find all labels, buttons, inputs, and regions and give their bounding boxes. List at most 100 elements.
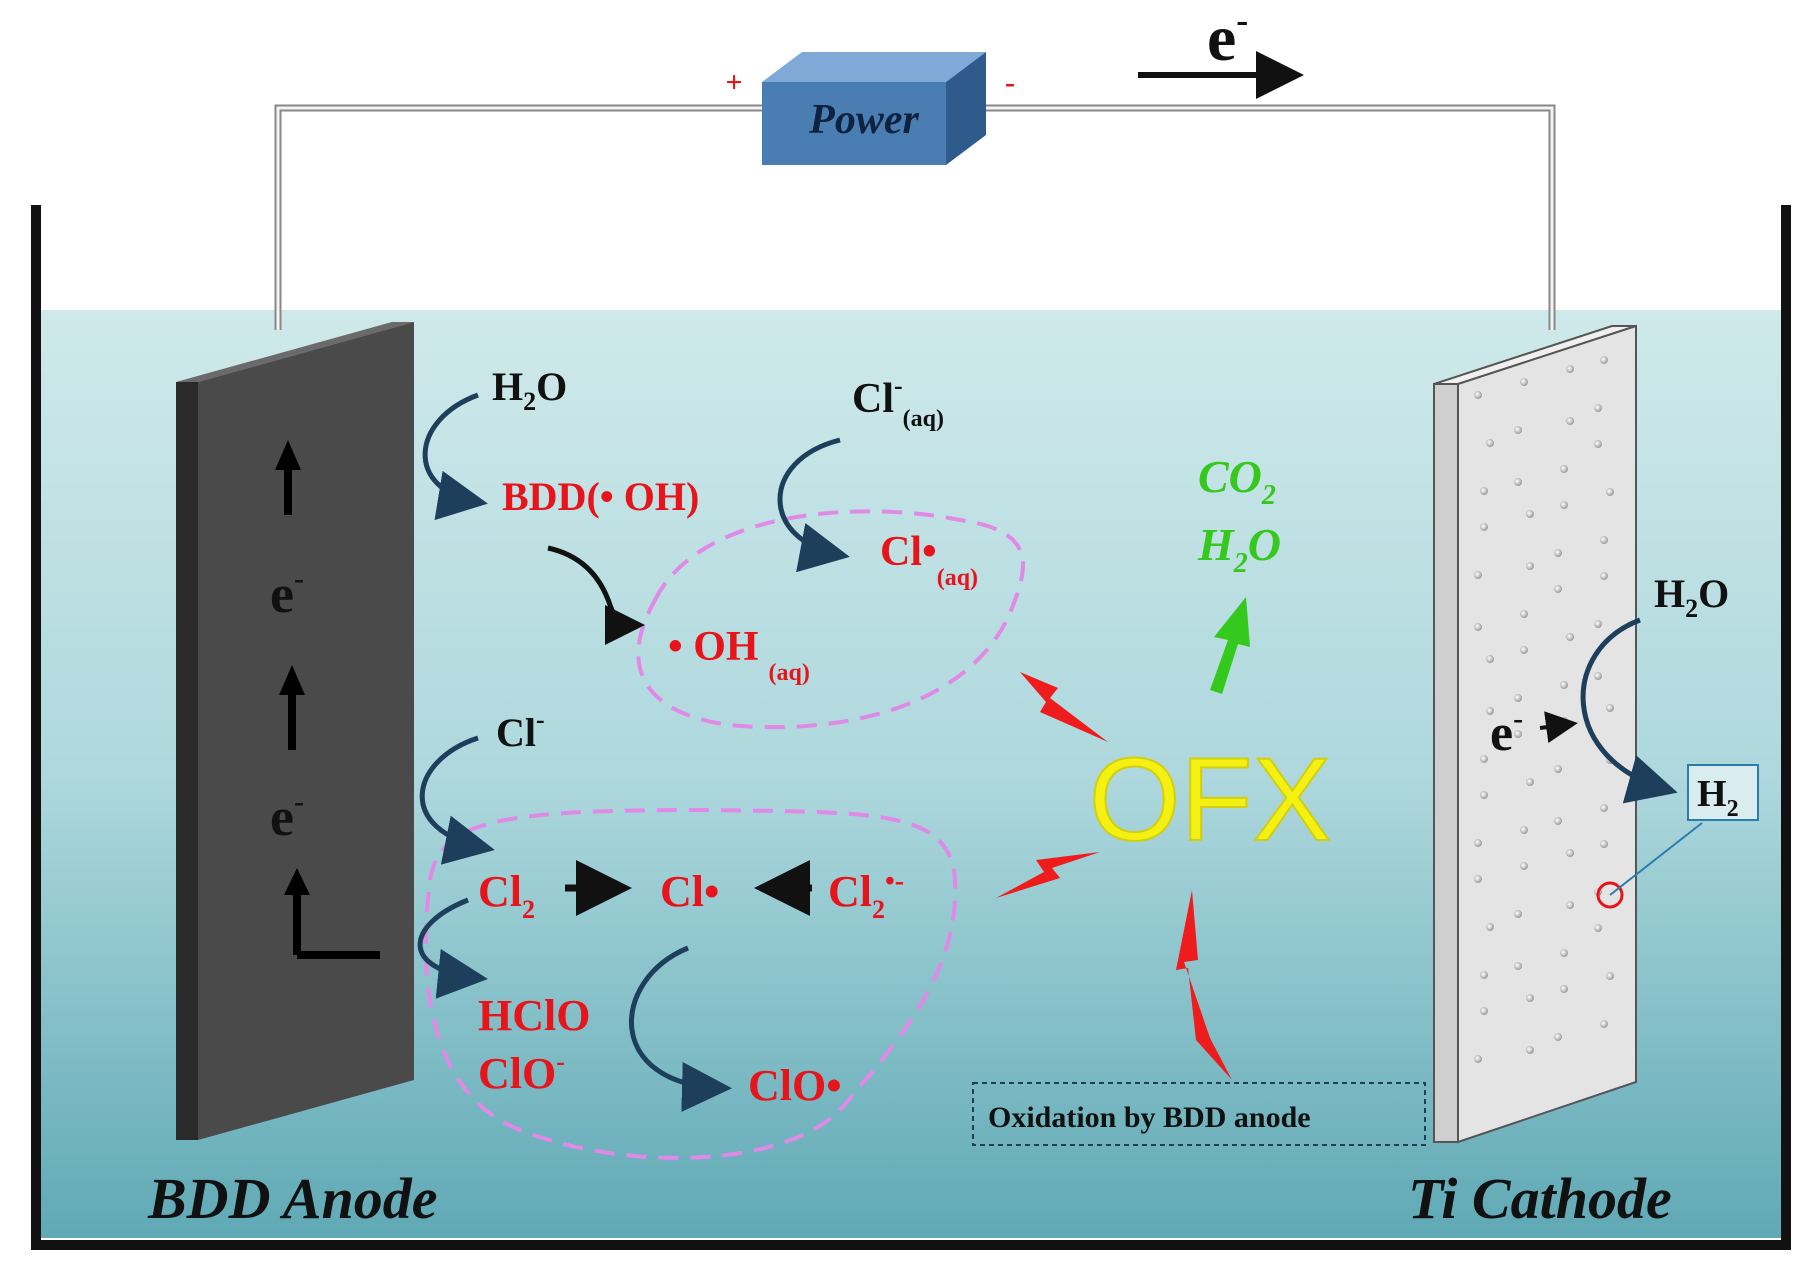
power-plus-sign: + <box>725 66 742 99</box>
cathode-pore <box>1560 681 1568 689</box>
hclo-label: HClO <box>478 991 590 1040</box>
clo-radical-label: ClO• <box>748 1061 842 1110</box>
oxidation-bolts <box>996 672 1232 1080</box>
cathode-pore <box>1486 655 1494 663</box>
cathode-electron-label: e- <box>1490 702 1523 762</box>
cathode-pore <box>1594 672 1602 680</box>
cathode-pore <box>1514 426 1522 434</box>
cathode-pore <box>1600 536 1608 544</box>
cathode-pore <box>1520 646 1528 654</box>
cathode-pore <box>1600 356 1608 364</box>
bdd-anode-plate <box>176 322 414 1140</box>
cathode-pore <box>1606 488 1614 496</box>
cathode-pore <box>1554 585 1562 593</box>
cathode-pore <box>1566 365 1574 373</box>
cathode-pore <box>1560 465 1568 473</box>
cathode-pore <box>1566 633 1574 641</box>
cathode-pore <box>1480 971 1488 979</box>
cathode-pore <box>1606 972 1614 980</box>
cathode-pore <box>1594 440 1602 448</box>
cathode-pore <box>1520 826 1528 834</box>
cathode-highlight-circle <box>1596 881 1624 909</box>
cathode-pore <box>1514 730 1522 738</box>
radical-region-lower <box>423 807 958 1160</box>
cathode-pore <box>1514 962 1522 970</box>
chlorine-radical-aq-label: Cl•(aq) <box>880 529 978 591</box>
mineralization-arrow <box>1210 597 1250 694</box>
h2-label: H2 <box>1697 773 1739 822</box>
cathode-pore <box>1486 923 1494 931</box>
h2o-product-label: H2O <box>1197 519 1281 579</box>
cathode-pore <box>1600 1020 1608 1028</box>
chloride-label: Cl- <box>496 705 545 755</box>
anode-electron-upper: e- <box>270 562 304 624</box>
cathode-pore <box>1554 817 1562 825</box>
cathode-pore <box>1480 791 1488 799</box>
chloride-aq-label: Cl-(aq) <box>852 371 944 432</box>
ofx-pollutant-label: OFX <box>1089 734 1332 866</box>
cathode-pore <box>1526 562 1534 570</box>
cathode-surface-pores <box>1474 356 1614 1063</box>
electron-flow-label: e- <box>1207 0 1248 75</box>
oxidation-box-label: Oxidation by BDD anode <box>988 1101 1311 1134</box>
cathode-pore <box>1594 924 1602 932</box>
cathode-pore <box>1566 901 1574 909</box>
cathode-pore <box>1566 849 1574 857</box>
bdd-hydroxyl-label: BDD(• OH) <box>502 474 699 519</box>
electron-flow-indicator: e- <box>1138 0 1304 99</box>
cathode-pore <box>1600 572 1608 580</box>
cathode-pore <box>1526 510 1534 518</box>
h2-box <box>1687 764 1759 821</box>
cathode-pore <box>1480 1007 1488 1015</box>
hypochlorite-label: ClO- <box>478 1047 565 1098</box>
cathode-pore <box>1480 523 1488 531</box>
cathode-pore <box>1554 765 1562 773</box>
cathode-pore <box>1474 839 1482 847</box>
chlorine-gas-label: Cl2 <box>478 867 535 924</box>
oxidation-box <box>972 1082 1426 1146</box>
cathode-pore <box>1514 478 1522 486</box>
cathode-pore <box>1560 501 1568 509</box>
anode-electron-path: e- e- <box>270 440 380 959</box>
cathode-pore <box>1474 875 1482 883</box>
cathode-pore <box>1560 985 1568 993</box>
power-supply: Power + - <box>725 52 1015 165</box>
cathode-pore <box>1520 862 1528 870</box>
cathode-pore <box>1526 994 1534 1002</box>
hydroxyl-radical-aq-label: • OH(aq) <box>668 624 810 686</box>
cathode-pore <box>1554 1033 1562 1041</box>
anode-label: BDD Anode <box>147 1166 438 1231</box>
cathode-pore <box>1474 623 1482 631</box>
cathode-pore <box>1520 610 1528 618</box>
cathode-pore <box>1600 804 1608 812</box>
cathode-pore <box>1514 910 1522 918</box>
cathode-pore <box>1526 778 1534 786</box>
cathode-pore <box>1480 487 1488 495</box>
radical-region-upper <box>636 509 1025 730</box>
h2o-cathode-label: H2O <box>1654 571 1729 623</box>
cathode-pore <box>1594 404 1602 412</box>
cathode-pore <box>1606 704 1614 712</box>
reaction-arrows <box>417 392 1678 1112</box>
cathode-pore <box>1480 755 1488 763</box>
h2o-anode-label: H2O <box>492 364 567 416</box>
cathode-pore <box>1474 571 1482 579</box>
tank-walls <box>31 205 1791 1250</box>
chlorine-radical-label: Cl• <box>660 867 719 916</box>
cathode-pore <box>1566 417 1574 425</box>
cathode-pore <box>1486 439 1494 447</box>
cathode-pore <box>1474 1055 1482 1063</box>
cathode-pore <box>1554 549 1562 557</box>
anode-electron-lower: e- <box>270 785 304 847</box>
cathode-pore <box>1526 1046 1534 1054</box>
power-label: Power <box>808 97 919 143</box>
cathode-pore <box>1514 694 1522 702</box>
cathode-pore <box>1600 840 1608 848</box>
dichlorine-radical-label: Cl2•- <box>828 866 904 924</box>
cathode-pore <box>1560 949 1568 957</box>
power-minus-sign: - <box>1005 66 1015 99</box>
cathode-pore <box>1486 707 1494 715</box>
cathode-pore <box>1474 391 1482 399</box>
cathode-label: Ti Cathode <box>1408 1166 1672 1231</box>
